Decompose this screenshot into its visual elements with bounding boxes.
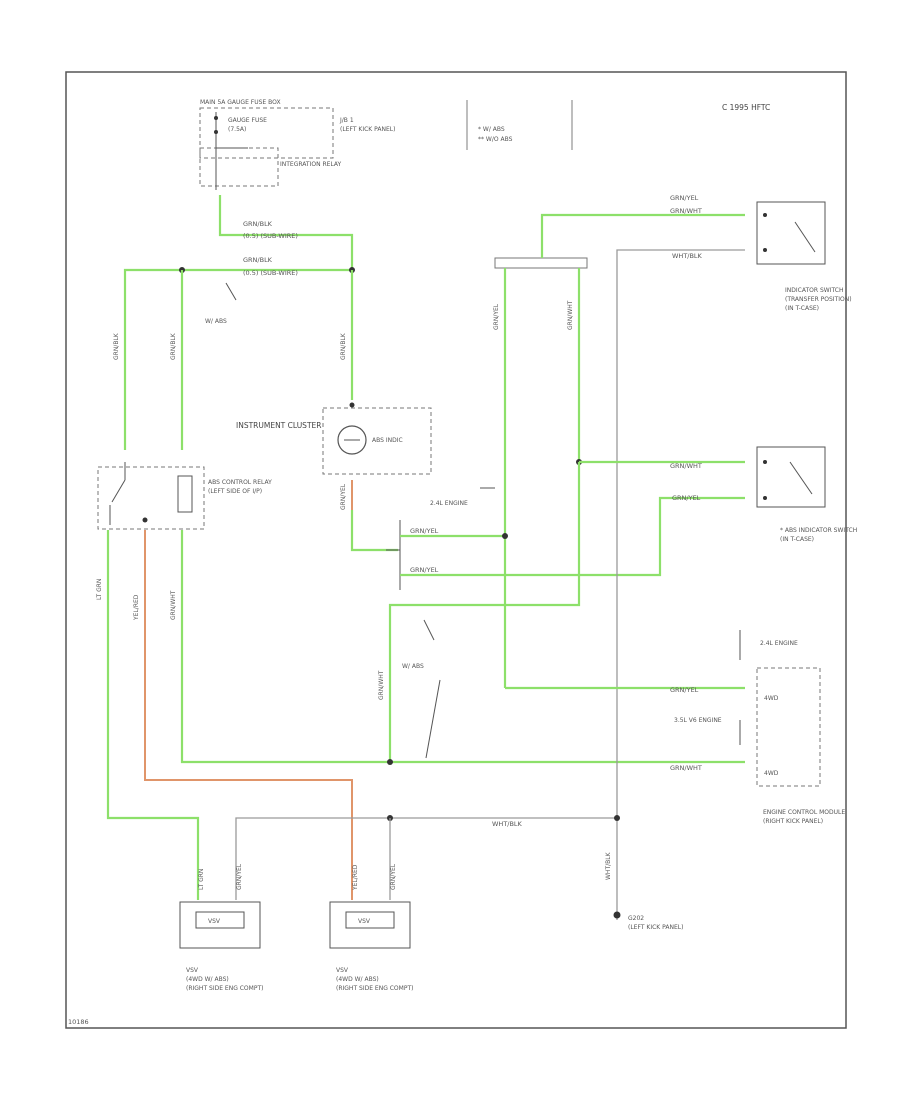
wire-relay-to-vsv-left [106, 530, 200, 900]
ground-point [613, 911, 621, 919]
connector-top [494, 257, 588, 269]
svg-text:VSV(4WD W/ ABS)(RIGHT SIDE ENG: VSV(4WD W/ ABS)(RIGHT SIDE ENG COMPT) [186, 967, 263, 992]
svg-text:(0.5) (SUB-WIRE): (0.5) (SUB-WIRE) [243, 232, 298, 240]
svg-text:GRN/YEL: GRN/YEL [410, 527, 439, 535]
svg-text:GRN/BLK: GRN/BLK [243, 256, 273, 264]
diagram-frame [65, 71, 847, 1029]
svg-text:ABS CONTROL RELAY(LEFT SIDE OF: ABS CONTROL RELAY(LEFT SIDE OF I/P) [208, 479, 272, 495]
svg-text:GRN/YEL: GRN/YEL [340, 483, 347, 510]
svg-text:ENGINE CONTROL MODULE(RIGHT KI: ENGINE CONTROL MODULE(RIGHT KICK PANEL) [763, 809, 845, 825]
copyright-label: C 1995 HFTC [722, 103, 770, 112]
vsv-left: VSV VSV(4WD W/ ABS)(RIGHT SIDE ENG COMPT… [179, 901, 263, 992]
svg-text:GRN/YEL: GRN/YEL [493, 303, 500, 330]
svg-text:MAIN 5A GAUGE FUSE BOX: MAIN 5A GAUGE FUSE BOX [200, 99, 281, 106]
svg-text:W/ ABS: W/ ABS [205, 318, 227, 325]
vsv-right: VSV VSV(4WD W/ ABS)(RIGHT SIDE ENG COMPT… [329, 901, 413, 992]
wire-ground-feed [616, 249, 745, 920]
svg-text:YEL/RED: YEL/RED [133, 594, 140, 621]
svg-text:GRN/YEL: GRN/YEL [672, 494, 701, 502]
svg-text:2.4L ENGINE: 2.4L ENGINE [760, 640, 798, 647]
wire-cluster-to-sw [350, 510, 398, 552]
wire-bus-top [123, 268, 352, 450]
svg-text:W/ ABS: W/ ABS [402, 663, 424, 670]
svg-text:INDICATOR SWITCH(TRANSFER POSI: INDICATOR SWITCH(TRANSFER POSITION)(IN T… [785, 287, 852, 312]
svg-text:GRN/WHT: GRN/WHT [670, 462, 702, 470]
svg-text:LT GRN: LT GRN [198, 869, 205, 890]
svg-text:J/B 1(LEFT KICK PANEL): J/B 1(LEFT KICK PANEL) [339, 117, 395, 133]
wire-right-to-left [388, 462, 581, 762]
wire-sw-lower [400, 496, 745, 577]
svg-text:INTEGRATION RELAY: INTEGRATION RELAY [280, 161, 342, 168]
abs-switch-junction: 2.4L ENGINE [386, 487, 495, 590]
svg-text:* ABS INDICATOR SWITCH(IN T-CA: * ABS INDICATOR SWITCH(IN T-CASE) [780, 527, 857, 543]
svg-text:ABS INDIC: ABS INDIC [372, 437, 403, 444]
svg-text:GRN/BLK: GRN/BLK [340, 332, 347, 360]
wire-fuse-to-cluster [218, 195, 354, 270]
svg-text:GRN/YEL: GRN/YEL [236, 863, 243, 890]
corner-id-label: 10186 [68, 1018, 89, 1026]
abs-control-relay: ABS CONTROL RELAY(LEFT SIDE OF I/P) [97, 462, 272, 530]
fuse-box: MAIN 5A GAUGE FUSE BOX GAUGE FUSE (7.5A)… [199, 99, 395, 190]
svg-text:GRN/YEL: GRN/YEL [670, 194, 699, 202]
engine-control-module: 4WD 4WD 2.4L ENGINE 3.5L V6 ENGINE ENGIN… [674, 630, 845, 825]
svg-text:YEL/RED: YEL/RED [352, 864, 359, 891]
svg-text:3.5L V6 ENGINE: 3.5L V6 ENGINE [674, 717, 722, 724]
svg-text:WHT/BLK: WHT/BLK [672, 252, 703, 260]
svg-text:* W/ ABS: * W/ ABS [478, 126, 505, 133]
svg-text:(0.5) (SUB-WIRE): (0.5) (SUB-WIRE) [243, 269, 298, 277]
svg-text:GRN/YEL: GRN/YEL [390, 863, 397, 890]
indicator-switch-abs: * ABS INDICATOR SWITCH(IN T-CASE) [756, 446, 857, 543]
instrument-cluster: INSTRUMENT CLUSTER ABS INDIC [236, 402, 432, 475]
svg-text:LT GRN: LT GRN [96, 579, 103, 600]
wire-vsv-ground [235, 817, 617, 900]
svg-text:INSTRUMENT CLUSTER: INSTRUMENT CLUSTER [236, 421, 321, 430]
svg-text:GRN/WHT: GRN/WHT [567, 300, 574, 330]
svg-text:GRN/BLK: GRN/BLK [113, 332, 120, 360]
svg-text:GRN/YEL: GRN/YEL [410, 566, 439, 574]
indicator-switch-transfer: INDICATOR SWITCH(TRANSFER POSITION)(IN T… [756, 201, 852, 312]
svg-text:WHT/BLK: WHT/BLK [605, 851, 612, 880]
svg-text:GRN/YEL: GRN/YEL [670, 686, 699, 694]
svg-text:2.4L ENGINE: 2.4L ENGINE [430, 500, 468, 507]
svg-text:** W/O ABS: ** W/O ABS [478, 136, 513, 143]
wire-relay-to-vsv-right [144, 530, 353, 900]
svg-text:GRN/WHT: GRN/WHT [378, 670, 385, 700]
wire-top-right-1 [540, 213, 745, 258]
svg-text:(7.5A): (7.5A) [228, 126, 246, 133]
svg-text:VSV: VSV [358, 918, 371, 925]
svg-text:GRN/WHT: GRN/WHT [170, 590, 177, 620]
wire-relay-to-ecm [180, 530, 745, 764]
svg-text:WHT/BLK: WHT/BLK [492, 820, 523, 828]
svg-text:GAUGE FUSE: GAUGE FUSE [228, 117, 267, 124]
svg-text:4WD: 4WD [764, 770, 779, 777]
svg-text:VSV: VSV [208, 918, 221, 925]
svg-text:GRN/WHT: GRN/WHT [670, 207, 702, 215]
model-notes: * W/ ABS ** W/O ABS [466, 100, 573, 150]
svg-text:G202(LEFT KICK PANEL): G202(LEFT KICK PANEL) [628, 915, 683, 931]
svg-text:GRN/WHT: GRN/WHT [670, 764, 702, 772]
svg-text:VSV(4WD W/ ABS)(RIGHT SIDE ENG: VSV(4WD W/ ABS)(RIGHT SIDE ENG COMPT) [336, 967, 413, 992]
svg-text:4WD: 4WD [764, 695, 779, 702]
svg-text:GRN/BLK: GRN/BLK [170, 332, 177, 360]
svg-text:GRN/BLK: GRN/BLK [243, 220, 273, 228]
